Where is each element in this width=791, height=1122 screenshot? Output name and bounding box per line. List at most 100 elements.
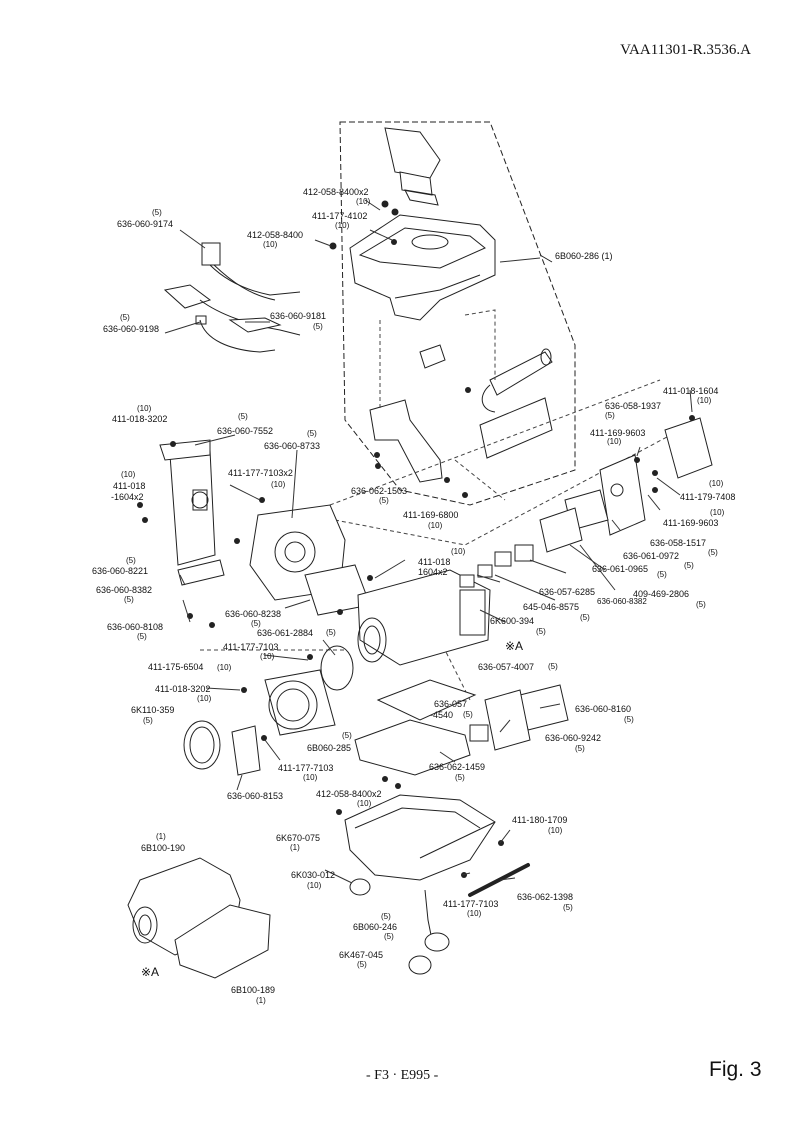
part-label: 636-061-0972: [623, 551, 680, 561]
part-label: 636-061-2884: [257, 628, 314, 638]
ring-part: [349, 878, 371, 896]
part-label: 6K467-045: [339, 950, 384, 960]
bottom-case-part: [344, 794, 496, 881]
part-label: 411-169-9603: [663, 518, 719, 528]
part-label: 636-062-1459: [429, 762, 486, 772]
qty-label: (5): [342, 731, 352, 740]
camera-body-part: [127, 857, 271, 979]
qty-label: (10): [263, 240, 278, 249]
part-label: 636-060-8160: [575, 704, 632, 714]
part-label: 6K030-012: [291, 870, 336, 880]
qty-label: (10): [307, 881, 322, 890]
qty-label: (5): [143, 716, 153, 725]
qty-label: (5): [657, 570, 667, 579]
sheet-part: [376, 679, 477, 721]
qty-label: (5): [120, 313, 130, 322]
part-label: 636-060-7552: [217, 426, 274, 436]
part-label: -4540: [430, 710, 454, 720]
part-label: 636-062-1398: [517, 892, 574, 902]
part-label: 411-177-7103: [223, 642, 279, 652]
part-label: 636-058-1937: [605, 401, 662, 411]
qty-label: (10): [467, 909, 482, 918]
part-label: 411-180-1709: [512, 815, 568, 825]
qty-label: (10): [217, 663, 232, 672]
lower-shield-part: [354, 719, 471, 776]
part-label: 636-060-8153: [227, 791, 284, 801]
lens-block-part: [357, 569, 491, 666]
qty-label: (10): [607, 437, 622, 446]
part-label: 6K110-359: [131, 705, 175, 715]
assembly-boundary: [339, 121, 576, 506]
qty-label: (10): [356, 197, 371, 206]
qty-label: (5): [605, 411, 615, 420]
top-cover-part: [329, 200, 496, 321]
part-label: 411-018-3202: [112, 414, 168, 424]
qty-label: (5): [708, 548, 718, 557]
rod-part: [468, 863, 530, 897]
leader-lines: [164, 199, 693, 884]
filter-part: [183, 720, 221, 770]
jack-part: [408, 889, 450, 975]
part-label: 636-058-1517: [650, 538, 707, 548]
page-number: - F3 · E995 -: [366, 1068, 439, 1083]
battery-part: [419, 344, 553, 459]
qty-label: (5): [563, 903, 573, 912]
qty-label: (5): [384, 932, 394, 941]
qty-label: (5): [124, 595, 134, 604]
qty-label: (5): [137, 632, 147, 641]
qty-label: (10): [357, 799, 372, 808]
part-label: 411-169-9603: [590, 428, 646, 438]
qty-label: (10): [428, 521, 443, 530]
part-label: 636-060-9198: [103, 324, 160, 334]
part-label: 1604x2: [418, 567, 448, 577]
pointer-arrow: [539, 254, 553, 263]
qty-label: (5): [313, 322, 323, 331]
qty-label: (5): [357, 960, 367, 969]
part-label: 6B060-286 (1): [555, 251, 613, 261]
flex-cable-part: [163, 242, 301, 353]
qty-label: (10): [137, 404, 152, 413]
qty-label: (10): [451, 547, 466, 556]
qty-label: (5): [624, 715, 634, 724]
qty-label: (5): [307, 429, 317, 438]
qty-label: (5): [379, 496, 389, 505]
part-label: 636-057-4007: [478, 662, 535, 672]
qty-label: (10): [271, 480, 286, 489]
qty-label: (5): [381, 912, 391, 921]
qty-label: (10): [548, 826, 563, 835]
qty-label: (10): [303, 773, 318, 782]
part-label: 411-018-1604: [663, 386, 719, 396]
qty-label: (10): [710, 508, 725, 517]
part-label: 411-018-3202: [155, 684, 211, 694]
part-label: 411-169-6800: [403, 510, 459, 520]
qty-label: (1): [156, 832, 166, 841]
qty-label: (5): [126, 556, 136, 565]
part-label: 636-060-8108: [107, 622, 164, 632]
part-label: 645-046-8575: [523, 602, 580, 612]
qty-label: (1): [290, 843, 300, 852]
part-label: 636-060-9174: [117, 219, 174, 229]
part-label: 411-177-7103: [443, 899, 499, 909]
part-label: 411-175-6504: [148, 662, 204, 672]
bracket-part: [369, 399, 443, 483]
qty-label: (5): [696, 600, 706, 609]
qty-label: (5): [238, 412, 248, 421]
qty-label: (10): [335, 221, 350, 230]
part-label: 636-060-8382: [96, 585, 153, 595]
qty-label: (1): [256, 996, 266, 1005]
part-label: 636-062-1503: [351, 486, 408, 496]
qty-label: (5): [575, 744, 585, 753]
qty-label: (10): [709, 479, 724, 488]
part-label: 636-060-9242: [545, 733, 602, 743]
viewfinder-part: [384, 127, 441, 206]
qty-label: 636-060-8382: [597, 597, 647, 606]
part-label: 6B060-285: [307, 743, 352, 753]
part-label: 636-060-8221: [92, 566, 149, 576]
reference-mark: ※A: [505, 639, 524, 653]
lens-ring-part: [264, 645, 354, 736]
part-label: 636-060-8733: [264, 441, 321, 451]
part-label: 412-058-8400x2: [303, 187, 369, 197]
part-label: 411-177-4102: [312, 211, 368, 221]
